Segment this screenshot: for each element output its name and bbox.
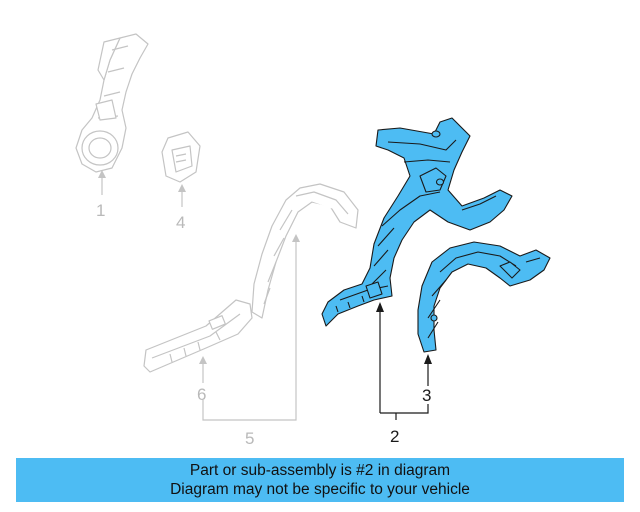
parts-diagram	[75, 33, 551, 421]
part-5-ghost	[251, 183, 359, 319]
bracket-2	[380, 404, 429, 414]
part-2-highlighted	[321, 117, 513, 327]
info-banner: Part or sub-assembly is #2 in diagram Di…	[16, 458, 624, 502]
callout-4: 4	[176, 213, 186, 232]
bracket-5	[202, 236, 297, 421]
callout-6: 6	[197, 385, 207, 404]
banner-line-1: Part or sub-assembly is #2 in diagram	[189, 462, 451, 479]
callout-5: 5	[245, 429, 255, 448]
callout-3: 3	[422, 386, 432, 405]
part-4-ghost	[161, 131, 201, 183]
part-1-ghost	[75, 33, 149, 173]
callout-2: 2	[390, 427, 400, 446]
part-3-highlighted	[417, 241, 551, 353]
part-6-ghost	[143, 299, 253, 373]
banner-line-2: Diagram may not be specific to your vehi…	[170, 481, 470, 498]
callout-1: 1	[96, 201, 106, 220]
